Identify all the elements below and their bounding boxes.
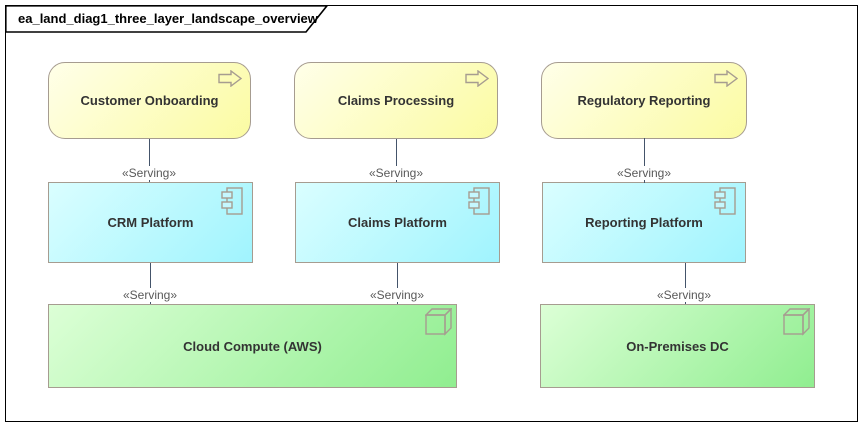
diagram-title: ea_land_diag1_three_layer_landscape_over… (18, 10, 318, 26)
process-arrow-icon (714, 70, 738, 87)
shape-label: Cloud Compute (AWS) (183, 338, 322, 354)
diagram-frame (5, 5, 858, 422)
connector-stereotype-label: «Serving» (365, 166, 427, 180)
application-component-reporting-platform[interactable]: Reporting Platform (542, 182, 746, 263)
process-arrow-icon (465, 70, 489, 87)
connector-stereotype-label: «Serving» (366, 288, 428, 302)
connector-serving-5[interactable] (397, 263, 398, 304)
process-arrow-icon (218, 70, 242, 87)
application-component-crm-platform[interactable]: CRM Platform (48, 182, 253, 263)
shape-label: Reporting Platform (585, 215, 703, 230)
application-component-claims-platform[interactable]: Claims Platform (295, 182, 500, 263)
business-process-regulatory-reporting[interactable]: Regulatory Reporting (541, 62, 747, 139)
shape-label: Regulatory Reporting (577, 93, 711, 108)
technology-node-cloud-compute-aws[interactable]: Cloud Compute (AWS) (48, 304, 457, 388)
shape-label: CRM Platform (107, 215, 194, 230)
component-icon (714, 187, 736, 215)
connector-stereotype-label: «Serving» (653, 288, 715, 302)
component-icon (468, 187, 490, 215)
connector-serving-6[interactable] (685, 263, 686, 304)
shape-label: Customer Onboarding (80, 93, 219, 108)
connector-serving-1[interactable] (149, 139, 150, 182)
connector-serving-3[interactable] (644, 138, 645, 183)
shape-label: Claims Processing (337, 93, 455, 108)
connector-stereotype-label: «Serving» (119, 288, 181, 302)
node-icon (425, 308, 452, 336)
connector-serving-4[interactable] (150, 263, 151, 304)
connector-stereotype-label: «Serving» (118, 166, 180, 180)
diagram-title-tab: ea_land_diag1_three_layer_landscape_over… (5, 5, 340, 35)
technology-node-on-premises-dc[interactable]: On-Premises DC (540, 304, 815, 388)
component-icon (221, 187, 243, 215)
business-process-claims-processing[interactable]: Claims Processing (294, 62, 498, 139)
connector-serving-2[interactable] (396, 139, 397, 182)
connector-stereotype-label: «Serving» (613, 166, 675, 180)
tab-shape (5, 5, 329, 33)
business-process-customer-onboarding[interactable]: Customer Onboarding (48, 62, 251, 139)
node-icon (783, 308, 810, 336)
shape-label: On-Premises DC (626, 338, 729, 354)
shape-label: Claims Platform (348, 215, 447, 230)
